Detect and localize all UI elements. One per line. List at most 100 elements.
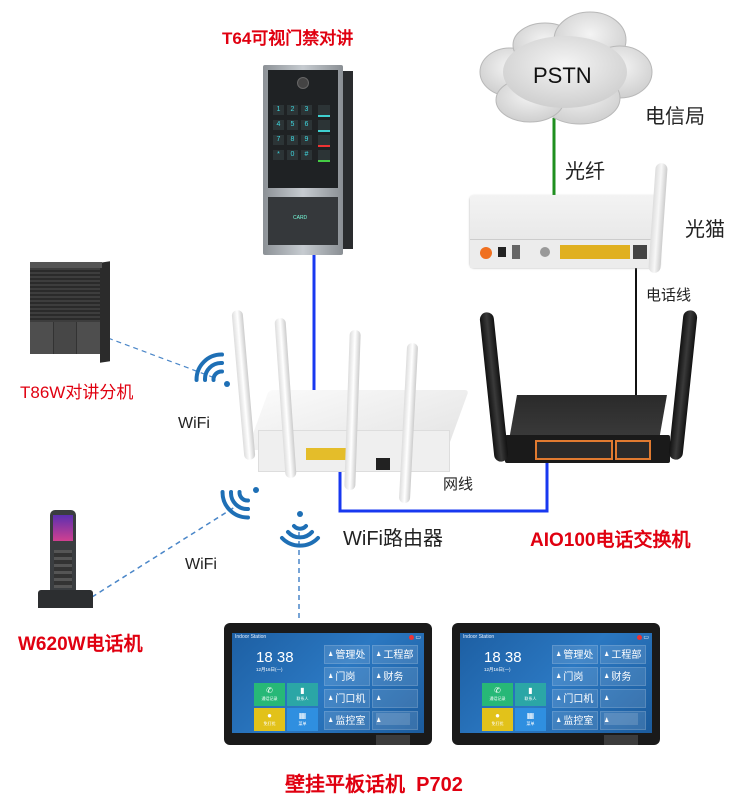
menu-icon: ▦ bbox=[526, 711, 535, 720]
p702-label: 壁挂平板话机 P702 bbox=[285, 774, 463, 796]
person-icon: ♟ bbox=[376, 674, 382, 680]
keypad-key: 1 bbox=[273, 105, 284, 115]
tile-label: 通话记录 bbox=[261, 696, 278, 701]
panel-tile[interactable]: ✆通话记录 bbox=[482, 683, 513, 706]
contact-button[interactable]: ♟ bbox=[372, 711, 418, 747]
panel-tile[interactable]: ✆通话记录 bbox=[254, 683, 285, 706]
wifi-link-t86w bbox=[107, 337, 216, 379]
wifi-label-upper: WiFi bbox=[178, 415, 210, 432]
person-icon: ♟ bbox=[556, 696, 562, 702]
contact-button[interactable]: ♟财务 bbox=[372, 667, 418, 686]
tile-label: 菜单 bbox=[526, 721, 535, 726]
tile-label: 免打扰 bbox=[491, 721, 504, 726]
contact-label: 门口机 bbox=[335, 694, 366, 706]
pstn-label: PSTN bbox=[533, 63, 592, 88]
clock: 18 38 bbox=[256, 649, 294, 666]
panel-screen: Indoor Station ▭ 18 38 12月16日(一) ✆通话记录▮联… bbox=[232, 633, 424, 747]
wifi-link-w620w bbox=[91, 504, 239, 598]
status-dot-icon bbox=[636, 634, 642, 640]
door-station-label: T64可视门禁对讲 bbox=[222, 29, 354, 48]
panel-tile[interactable]: ●免打扰 bbox=[482, 708, 513, 731]
fiber-label: 光纤 bbox=[565, 161, 605, 183]
empty-slot bbox=[376, 712, 410, 725]
contact-button[interactable]: ♟管理处 bbox=[324, 645, 370, 664]
contact-button[interactable]: ♟门口机 bbox=[324, 689, 370, 708]
dnd-icon: ● bbox=[495, 711, 500, 720]
contact-button[interactable]: ♟财务 bbox=[600, 667, 646, 686]
contact-label: 工程部 bbox=[611, 650, 642, 662]
person-icon: ♟ bbox=[328, 674, 334, 680]
contact-label: 门岗 bbox=[335, 672, 356, 684]
keypad-key: 6 bbox=[301, 120, 312, 130]
person-icon: ♟ bbox=[328, 718, 334, 724]
lan-ports bbox=[535, 440, 613, 460]
hangup-icon bbox=[318, 135, 330, 147]
keypad-key: 7 bbox=[273, 135, 284, 145]
camera-icon bbox=[297, 77, 309, 89]
person-icon: ♟ bbox=[604, 718, 610, 724]
panel-tile[interactable]: ●免打扰 bbox=[254, 708, 285, 731]
monitor-icon: ▭ bbox=[415, 635, 421, 641]
wifi-icon bbox=[194, 352, 224, 382]
contact-label: 财务 bbox=[611, 672, 632, 684]
tile-label: 联系人 bbox=[524, 696, 537, 701]
tile-label: 免打扰 bbox=[263, 721, 276, 726]
modem-label: 光猫 bbox=[685, 219, 725, 241]
person-icon: ♟ bbox=[604, 674, 610, 680]
status-dot-icon bbox=[408, 634, 414, 640]
contact-button[interactable]: ♟ bbox=[600, 689, 646, 725]
date: 12月16日(一) bbox=[256, 667, 283, 672]
contact-button[interactable]: ♟ bbox=[600, 711, 646, 747]
contact-label: 工程部 bbox=[383, 650, 414, 662]
panel-tile[interactable]: ▦菜单 bbox=[515, 708, 546, 731]
keypad-key: 8 bbox=[287, 135, 298, 145]
keypad-key: 5 bbox=[287, 120, 298, 130]
person-icon: ♟ bbox=[376, 696, 382, 702]
wifi-icon bbox=[280, 524, 320, 548]
contact-button[interactable]: ♟工程部 bbox=[600, 645, 646, 664]
ethernet-router-aio bbox=[338, 452, 549, 513]
contact-label: 财务 bbox=[383, 672, 404, 684]
phone-icon: ✆ bbox=[494, 686, 501, 695]
contact-button[interactable]: ♟门口机 bbox=[552, 689, 598, 708]
contact-button[interactable]: ♟门岗 bbox=[324, 667, 370, 686]
date: 12月16日(一) bbox=[484, 667, 511, 672]
panel-tile[interactable]: ▮联系人 bbox=[515, 683, 546, 706]
contact-button[interactable]: ♟工程部 bbox=[372, 645, 418, 664]
wifi-icon bbox=[220, 490, 250, 520]
person-icon: ♟ bbox=[376, 652, 382, 658]
person-icon: ♟ bbox=[328, 696, 334, 702]
contact-button[interactable]: ♟门岗 bbox=[552, 667, 598, 686]
telecom-office-label: 电信局 bbox=[645, 106, 705, 128]
person-icon: ♟ bbox=[604, 696, 610, 702]
contact-icon: ▮ bbox=[300, 686, 305, 695]
person-icon: ♟ bbox=[604, 652, 610, 658]
contact-button[interactable]: ♟监控室 bbox=[324, 711, 370, 730]
keypad-key: # bbox=[301, 150, 312, 160]
panel-screen: Indoor Station ▭ 18 38 12月16日(一) ✆通话记录▮联… bbox=[460, 633, 652, 747]
contact-label: 门岗 bbox=[563, 672, 584, 684]
lan-ports bbox=[306, 448, 354, 460]
panel-tile[interactable]: ▮联系人 bbox=[287, 683, 318, 706]
clock: 18 38 bbox=[484, 649, 522, 666]
panel-tile[interactable]: ▦菜单 bbox=[287, 708, 318, 731]
person-icon: ♟ bbox=[376, 718, 382, 724]
keypad-key: 2 bbox=[287, 105, 298, 115]
router-label: WiFi路由器 bbox=[343, 528, 443, 550]
tile-label: 通话记录 bbox=[489, 696, 506, 701]
contact-button[interactable]: ♟监控室 bbox=[552, 711, 598, 730]
contact-button[interactable]: ♟管理处 bbox=[552, 645, 598, 664]
person-icon: ♟ bbox=[556, 718, 562, 724]
phone-port bbox=[633, 245, 647, 259]
aio100-device bbox=[505, 395, 670, 465]
keypad-key: 4 bbox=[273, 120, 284, 130]
screen-title: Indoor Station bbox=[463, 634, 495, 640]
empty-slot bbox=[604, 734, 638, 747]
menu-icon: ▦ bbox=[298, 711, 307, 720]
person-icon: ♟ bbox=[556, 652, 562, 658]
contact-button[interactable]: ♟ bbox=[372, 689, 418, 725]
phone-icon bbox=[318, 105, 330, 117]
